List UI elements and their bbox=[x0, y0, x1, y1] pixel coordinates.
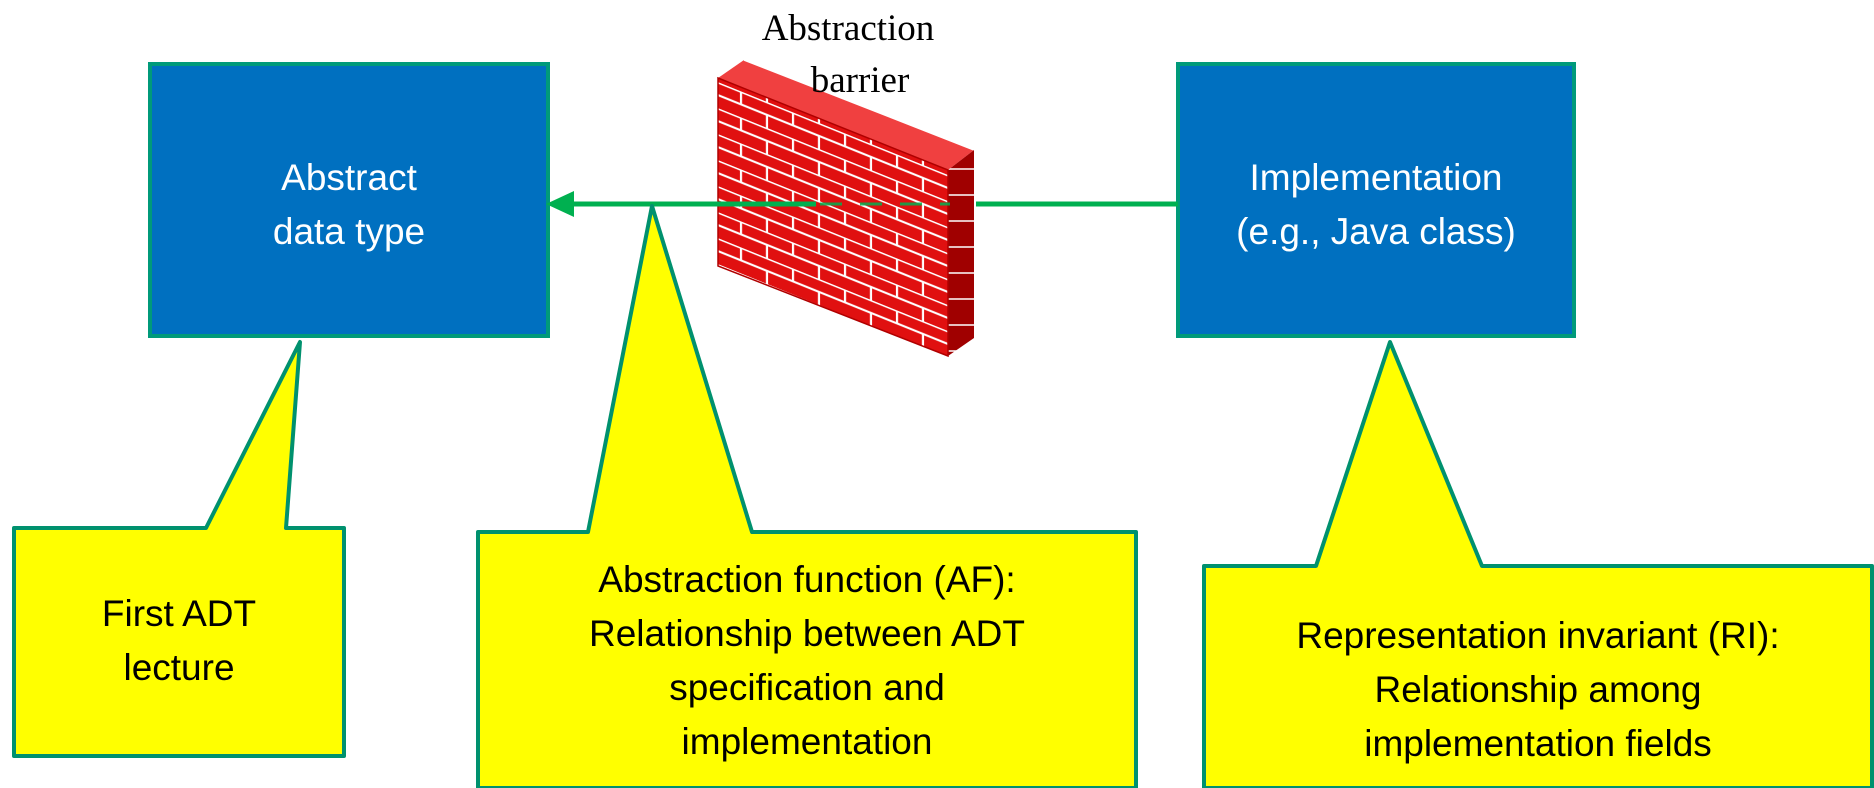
barrier-label-line-2: barrier bbox=[811, 60, 910, 101]
af-line-4: implementation bbox=[682, 721, 933, 762]
ri-line-2: Relationship among bbox=[1374, 669, 1701, 710]
callout-abstraction-function: Abstraction function (AF): Relationship … bbox=[476, 204, 1138, 788]
arrow-head-icon bbox=[546, 191, 574, 217]
abstract-data-type-box: Abstract data type bbox=[148, 62, 550, 338]
abstract-box-label-line-2: data type bbox=[273, 211, 425, 252]
implementation-box-label-line-2: (e.g., Java class) bbox=[1236, 211, 1516, 252]
first-adt-line-2: lecture bbox=[123, 647, 234, 688]
af-line-1: Abstraction function (AF): bbox=[598, 559, 1015, 600]
implementation-box: Implementation (e.g., Java class) bbox=[1176, 62, 1576, 338]
brick-wall-icon bbox=[717, 59, 975, 358]
first-adt-line-1: First ADT bbox=[102, 593, 256, 634]
barrier-label-line-1: Abstraction bbox=[762, 8, 935, 49]
callout-representation-invariant: Representation invariant (RI): Relations… bbox=[1202, 340, 1874, 788]
af-line-3: specification and bbox=[669, 667, 945, 708]
af-line-2: Relationship between ADT bbox=[589, 613, 1025, 654]
ri-line-3: implementation fields bbox=[1364, 723, 1712, 764]
implementation-box-label-line-1: Implementation bbox=[1250, 157, 1503, 198]
ri-line-1: Representation invariant (RI): bbox=[1296, 615, 1779, 656]
abstraction-barrier-label: Abstraction barrier bbox=[762, 8, 935, 101]
abstraction-arrow bbox=[546, 191, 1178, 217]
abstract-box-label-line-1: Abstract bbox=[281, 157, 417, 198]
callout-first-adt-lecture: First ADT lecture bbox=[12, 340, 346, 758]
